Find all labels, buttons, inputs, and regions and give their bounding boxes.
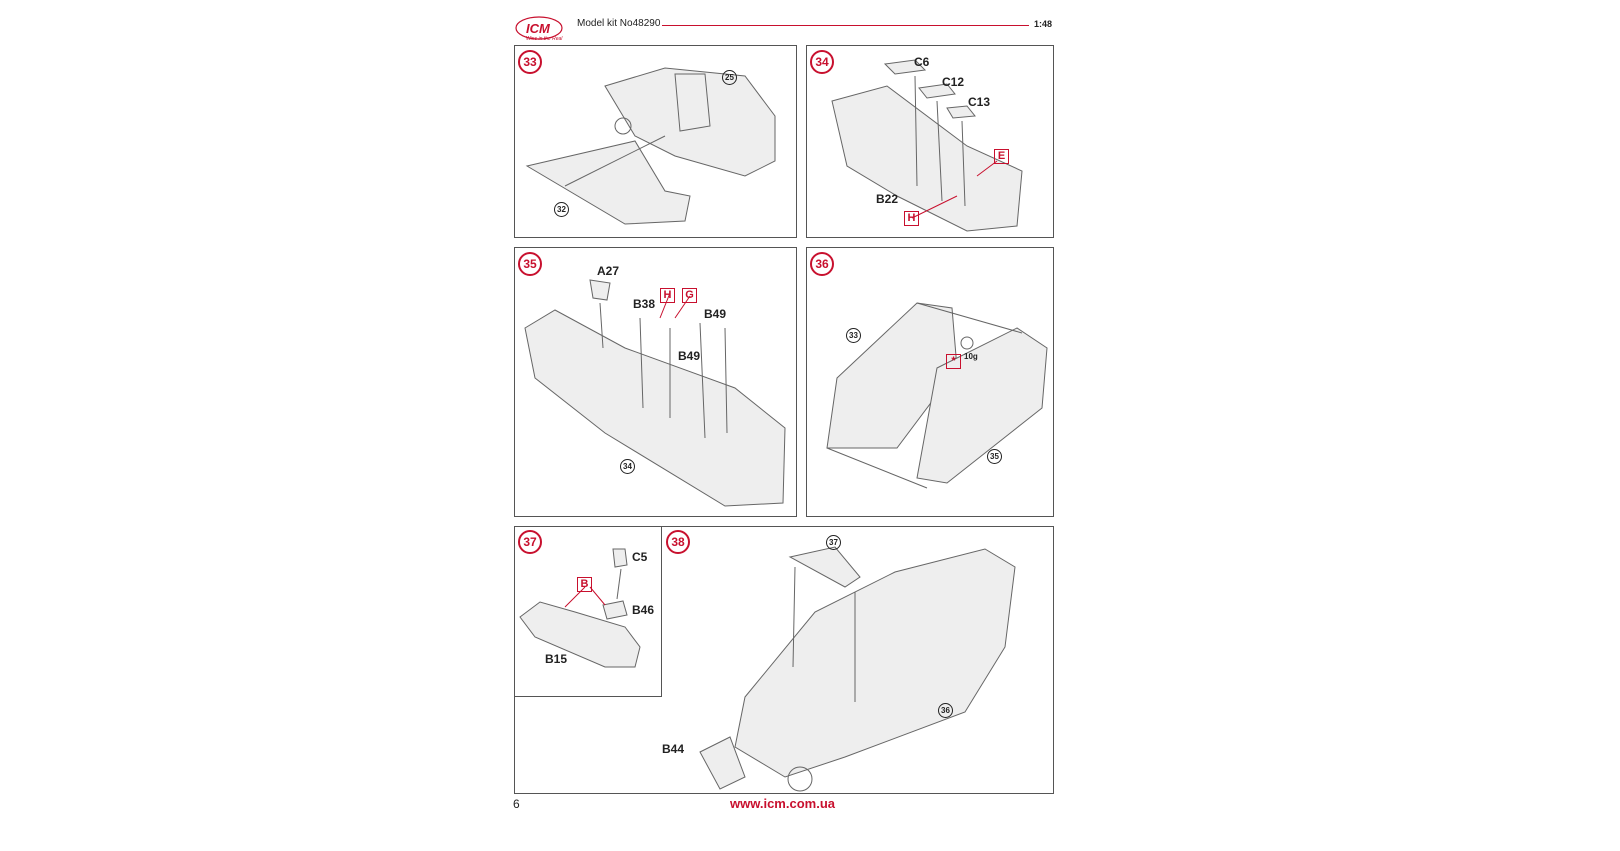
scale-label: 1:48 — [1034, 19, 1053, 29]
kit-title: Model kit No48290 — [577, 18, 661, 29]
step-37-panel — [514, 526, 662, 697]
ref-step: 33 — [846, 328, 861, 343]
paint-code: B — [577, 577, 592, 592]
header-rule — [662, 25, 1029, 26]
paint-code: H — [660, 288, 675, 303]
icm-logo: ICM — [514, 14, 564, 44]
ref-step: 34 — [620, 459, 635, 474]
svg-text:ICM: ICM — [526, 21, 551, 36]
weight-symbol: * — [946, 354, 961, 369]
step-36-drawing — [826, 302, 1048, 489]
brand-slogan: Wins in the Real — [526, 36, 563, 42]
part-label: B38 — [633, 297, 656, 311]
step-35-drawing — [524, 279, 786, 507]
step-34-panel — [806, 45, 1054, 238]
ref-step: 36 — [938, 703, 953, 718]
part-label: B44 — [662, 742, 685, 756]
part-label: B22 — [876, 192, 899, 206]
paint-code: H — [904, 211, 919, 226]
step-38-drawing — [699, 546, 1016, 792]
part-label: B46 — [632, 603, 655, 617]
step-35-panel — [514, 247, 797, 517]
part-label: B49 — [704, 307, 727, 321]
step-number: 37 — [518, 530, 542, 554]
step-number: 33 — [518, 50, 542, 74]
paint-code: E — [994, 149, 1009, 164]
part-label: C6 — [914, 55, 930, 69]
part-label: C12 — [942, 75, 965, 89]
part-label: B49 — [678, 349, 701, 363]
step-37-drawing — [519, 548, 641, 668]
step-34-drawing — [831, 59, 1023, 232]
paint-code: G — [682, 288, 697, 303]
step-36-panel — [806, 247, 1054, 517]
step-number: 34 — [810, 50, 834, 74]
ref-step: 32 — [554, 202, 569, 217]
step-number: 36 — [810, 252, 834, 276]
step-number: 38 — [666, 530, 690, 554]
weight-label: 10g — [964, 352, 978, 361]
part-label: B15 — [545, 652, 568, 666]
ref-step: 35 — [987, 449, 1002, 464]
step-number: 35 — [518, 252, 542, 276]
part-label: C5 — [632, 550, 648, 564]
website-link[interactable]: www.icm.com.ua — [730, 796, 835, 811]
step-33-drawing — [525, 67, 776, 225]
part-label: C13 — [968, 95, 991, 109]
ref-step: 37 — [826, 535, 841, 550]
page-number: 6 — [513, 797, 520, 811]
part-label: A27 — [597, 264, 620, 278]
ref-step: 25 — [722, 70, 737, 85]
